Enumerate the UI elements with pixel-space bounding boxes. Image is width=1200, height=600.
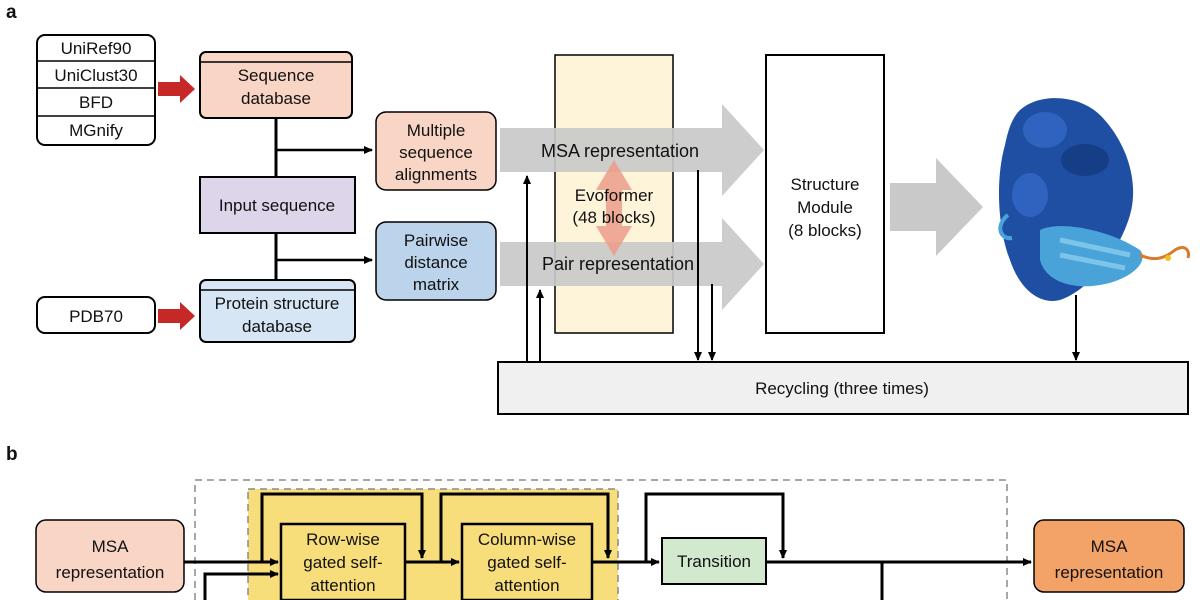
row-attn-line1: Row-wise xyxy=(306,530,380,549)
pair-representation-arrow xyxy=(500,218,764,310)
msa-in-line2: representation xyxy=(56,563,165,582)
db-pdb70: PDB70 xyxy=(69,307,123,326)
evoformer-line1: Evoformer xyxy=(575,186,654,205)
output-arrow xyxy=(890,158,983,256)
structure-module-line3: (8 blocks) xyxy=(788,221,862,240)
msa-representation-label: MSA representation xyxy=(541,141,699,161)
input-sequence-label: Input sequence xyxy=(219,196,335,215)
database-stack: UniRef90 UniClust30 BFD MGnify xyxy=(36,34,156,146)
msa-out-line1: MSA xyxy=(1091,537,1129,556)
recycling-box: Recycling (three times) xyxy=(497,361,1189,415)
col-attn-line3: attention xyxy=(494,576,559,595)
red-arrow-to-sequence-db xyxy=(158,75,195,103)
evoformer-block-outline xyxy=(194,479,1008,600)
pair-representation-label: Pair representation xyxy=(542,254,694,274)
row-attention-box: Row-wise gated self- attention xyxy=(279,522,407,600)
pairwise-line1: Pairwise xyxy=(404,231,468,250)
db-mgnify: MGnify xyxy=(69,121,123,140)
red-arrow-to-structure-db xyxy=(158,302,195,330)
panel-b-connectors xyxy=(184,492,1032,600)
structure-module-line1: Structure xyxy=(791,175,860,194)
row-attn-line3: attention xyxy=(310,576,375,595)
msa-input-box: MSA representation xyxy=(35,519,185,593)
msa-line1: Multiple xyxy=(407,121,466,140)
structure-module-line2: Module xyxy=(797,198,853,217)
pairwise-line2: distance xyxy=(404,253,467,272)
msa-box: Multiple sequence alignments xyxy=(375,111,497,191)
db-uniref90: UniRef90 xyxy=(61,39,132,58)
col-attn-line2: gated self- xyxy=(487,553,566,572)
msa-out-line2: representation xyxy=(1055,563,1164,582)
msa-representation-arrow xyxy=(500,104,764,196)
msa-output-box: MSA representation xyxy=(1033,519,1185,593)
sequence-db-line2: database xyxy=(241,89,311,108)
evoformer-exchange-arrow xyxy=(596,160,632,256)
row-attn-line2: gated self- xyxy=(303,553,382,572)
recycling-label: Recycling (three times) xyxy=(755,379,929,398)
structure-db-line2: database xyxy=(242,317,312,336)
db-pdb70-cylinder: PDB70 xyxy=(36,296,156,334)
msa-in-line1: MSA xyxy=(92,537,130,556)
panel-label-b: b xyxy=(6,444,18,465)
pairwise-line3: matrix xyxy=(413,275,460,294)
msa-line2: sequence xyxy=(399,143,473,162)
structure-module-box: Structure Module (8 blocks) xyxy=(765,54,885,334)
evoformer-line2: (48 blocks) xyxy=(572,208,655,227)
transition-label: Transition xyxy=(677,552,751,571)
structure-db-line1: Protein structure xyxy=(215,294,340,313)
column-attention-box: Column-wise gated self- attention xyxy=(460,522,594,600)
panel-label-a: a xyxy=(6,2,17,23)
protein-structure-image xyxy=(998,98,1190,301)
db-bfd: BFD xyxy=(79,93,113,112)
msa-line3: alignments xyxy=(395,165,477,184)
db-uniclust30: UniClust30 xyxy=(54,66,137,85)
transition-box: Transition xyxy=(661,537,767,585)
recycling-arrows xyxy=(523,170,1080,362)
protein-structure-database-box: Protein structure database xyxy=(199,279,356,343)
input-sequence-box: Input sequence xyxy=(199,176,356,234)
sequence-database-box: Sequence database xyxy=(199,51,353,119)
connector-lines xyxy=(274,118,373,280)
pairwise-box: Pairwise distance matrix xyxy=(375,221,497,301)
col-attn-line1: Column-wise xyxy=(478,530,576,549)
sequence-db-line1: Sequence xyxy=(238,66,315,85)
